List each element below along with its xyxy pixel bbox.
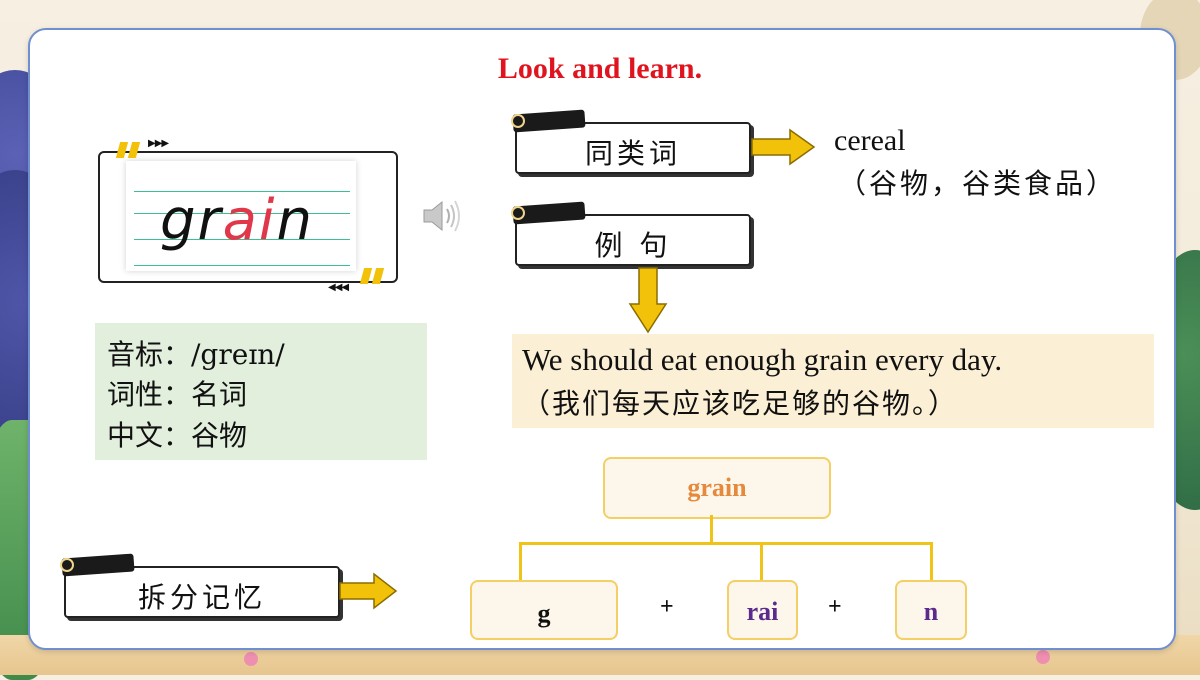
flower-icon [244, 652, 258, 666]
tag-ring [511, 206, 525, 220]
synonym-meaning: （谷物，谷类食品） [838, 167, 1118, 200]
plus-sign: + [660, 594, 674, 620]
word-card: grain [98, 151, 398, 283]
tree-connector [519, 542, 933, 545]
phonetic-text: 音标：/greɪn/ [107, 338, 285, 371]
triple-arrow-left-icon: ◀◀◀ [328, 282, 349, 293]
flower-icon [1036, 650, 1050, 664]
speaker-icon[interactable] [420, 196, 464, 236]
vocabulary-word: grain [160, 188, 314, 253]
part-box: rai [727, 580, 798, 640]
triple-arrow-right-icon: ▶▶▶ [148, 138, 169, 149]
word-info-panel: 音标：/greɪn/ 词性：名词 中文：谷物 [95, 323, 427, 460]
guide-line [134, 239, 350, 240]
tree-connector [710, 515, 713, 543]
tree-connector [930, 542, 933, 580]
example-label: 例 句 [594, 229, 672, 262]
root-word-box: grain [603, 457, 831, 519]
plus-sign: + [828, 594, 842, 620]
synonym-word: cereal [834, 124, 906, 157]
tag-ring [511, 114, 525, 128]
arrow-right-icon [751, 128, 816, 166]
chinese-meaning-text: 中文：谷物 [107, 419, 248, 452]
split-memory-tag: 拆分记忆 [60, 553, 340, 618]
guide-line [134, 265, 350, 266]
handwriting-paper [126, 161, 356, 271]
part-box: n [895, 580, 967, 640]
example-sentence-en: We should eat enough grain every day. [522, 342, 1003, 377]
synonym-tag: 同类词 [511, 109, 751, 174]
example-tag: 例 句 [511, 201, 751, 266]
part-box: g [470, 580, 618, 640]
split-memory-label: 拆分记忆 [137, 581, 266, 614]
example-sentence-box: We should eat enough grain every day. （我… [512, 334, 1154, 428]
example-sentence-cn: （我们每天应该吃足够的谷物。） [522, 387, 959, 420]
part-of-speech-text: 词性：名词 [107, 378, 248, 411]
tree-connector [760, 542, 763, 580]
arrow-right-icon [339, 572, 398, 610]
page-title: Look and learn. [497, 52, 703, 85]
guide-line [134, 191, 350, 192]
guide-line [134, 213, 350, 214]
arrow-down-icon [628, 267, 668, 334]
tag-ring [60, 558, 74, 572]
synonym-label: 同类词 [584, 137, 681, 170]
tree-connector [519, 542, 522, 582]
